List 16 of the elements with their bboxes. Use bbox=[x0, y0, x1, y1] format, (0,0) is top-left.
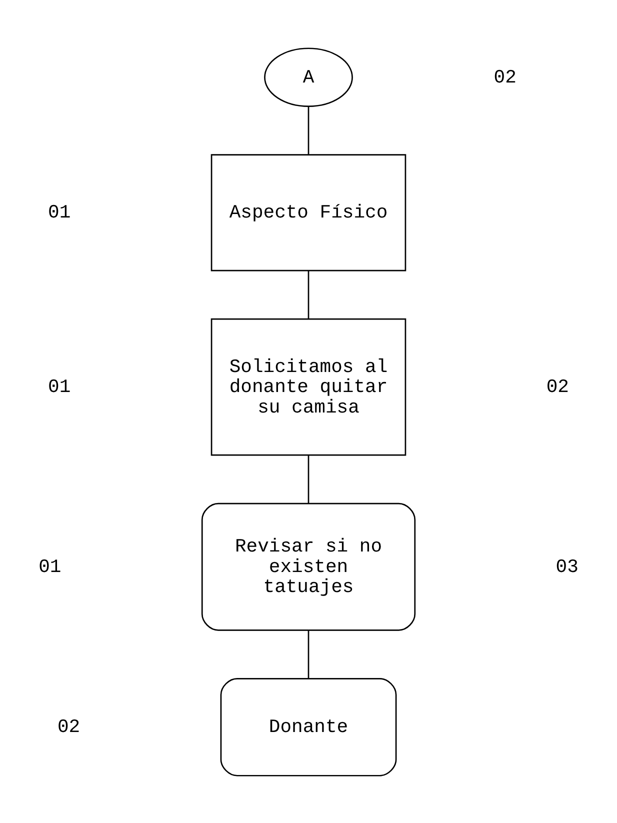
node-box: Solicitamos al donante quitar su camisa bbox=[210, 318, 406, 456]
label: 01 bbox=[38, 555, 62, 578]
label: 02 bbox=[57, 716, 80, 738]
label: 03 bbox=[556, 555, 578, 578]
label: 02 bbox=[546, 376, 569, 398]
connector bbox=[308, 106, 310, 154]
label: 01 bbox=[48, 201, 71, 224]
node-ellipse: A bbox=[264, 47, 353, 106]
connector bbox=[308, 270, 310, 318]
connector bbox=[308, 454, 310, 503]
label: 02 bbox=[494, 66, 516, 88]
node-box: Aspecto Físico bbox=[210, 154, 406, 271]
node-box: Donante bbox=[220, 677, 397, 776]
connector bbox=[308, 630, 310, 678]
label: 01 bbox=[48, 376, 71, 398]
node-box: Revisar si no existen tatuajes bbox=[201, 502, 416, 630]
